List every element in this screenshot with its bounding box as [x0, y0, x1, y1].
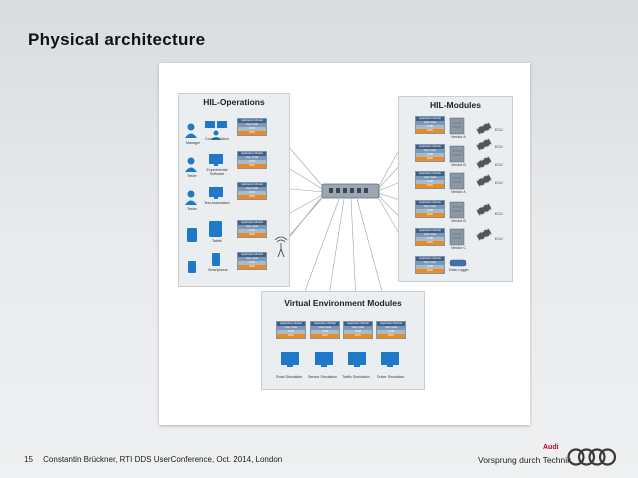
ecu-label: ECU	[495, 163, 503, 167]
ecu-label: ECU	[495, 128, 503, 132]
audi-rings-logo	[567, 448, 617, 466]
footer-text: Constantin Brückner, RTI DDS UserConfere…	[43, 455, 283, 464]
virtual-environment-panel: Virtual Environment Modules	[261, 291, 425, 390]
ecu-label: ECU	[495, 145, 503, 149]
simulation-monitor-icons	[281, 352, 399, 367]
simulation-label: Road Simulation	[276, 375, 303, 379]
role-label: Tester	[187, 207, 197, 211]
hil-operations-panel: HIL-Operations	[178, 93, 290, 287]
device-label: Control Station	[205, 137, 229, 141]
operations-icons	[185, 121, 288, 273]
device-label: Smartphone	[208, 268, 228, 272]
slogan: Vorsprung durch Technik	[478, 455, 572, 465]
page-number: 15	[24, 455, 33, 464]
data-logger-label: Data Logger	[449, 268, 469, 272]
ecu-label: ECU	[495, 237, 503, 241]
ecu-label: ECU	[495, 181, 503, 185]
brand-label: Audi	[543, 444, 559, 451]
network-switch-icon	[321, 183, 380, 199]
vendor-label: Vendor B	[451, 219, 466, 223]
simulation-label: Driver Simulation	[377, 375, 405, 379]
simulation-label: Sensor Simulation	[308, 375, 338, 379]
monitor-icon	[185, 187, 223, 205]
virtual-environment-title: Virtual Environment Modules	[284, 298, 402, 308]
hil-hardware-icons	[449, 117, 467, 267]
device-label: Test Automation	[204, 201, 230, 205]
vendor-label: Vendor C	[451, 246, 466, 250]
vendor-label: Vendor A	[451, 190, 466, 194]
control-station-icon	[185, 121, 227, 140]
hil-operations-title: HIL-Operations	[203, 97, 265, 107]
hil-modules-title: HIL-Modules	[430, 100, 481, 110]
vendor-label: Vendor B	[451, 163, 466, 167]
architecture-diagram: HIL-Operations	[159, 63, 530, 425]
slide-footer: 15 Constantin Brückner, RTI DDS UserConf…	[24, 455, 282, 464]
simulation-label: Traffic Simulation	[342, 375, 370, 379]
monitor-icon	[185, 154, 223, 172]
role-label: Manager	[186, 141, 201, 145]
role-label: Tester	[187, 174, 197, 178]
slide-title: Physical architecture	[28, 30, 206, 49]
antenna-icon	[274, 236, 288, 258]
tablet-icon	[187, 221, 222, 242]
smartphone-icon	[188, 253, 220, 273]
device-label: Tablet	[212, 239, 222, 243]
device-label: Experimental Software	[206, 168, 228, 176]
vendor-label: Vendor A	[451, 135, 466, 139]
ecu-label: ECU	[495, 212, 503, 216]
